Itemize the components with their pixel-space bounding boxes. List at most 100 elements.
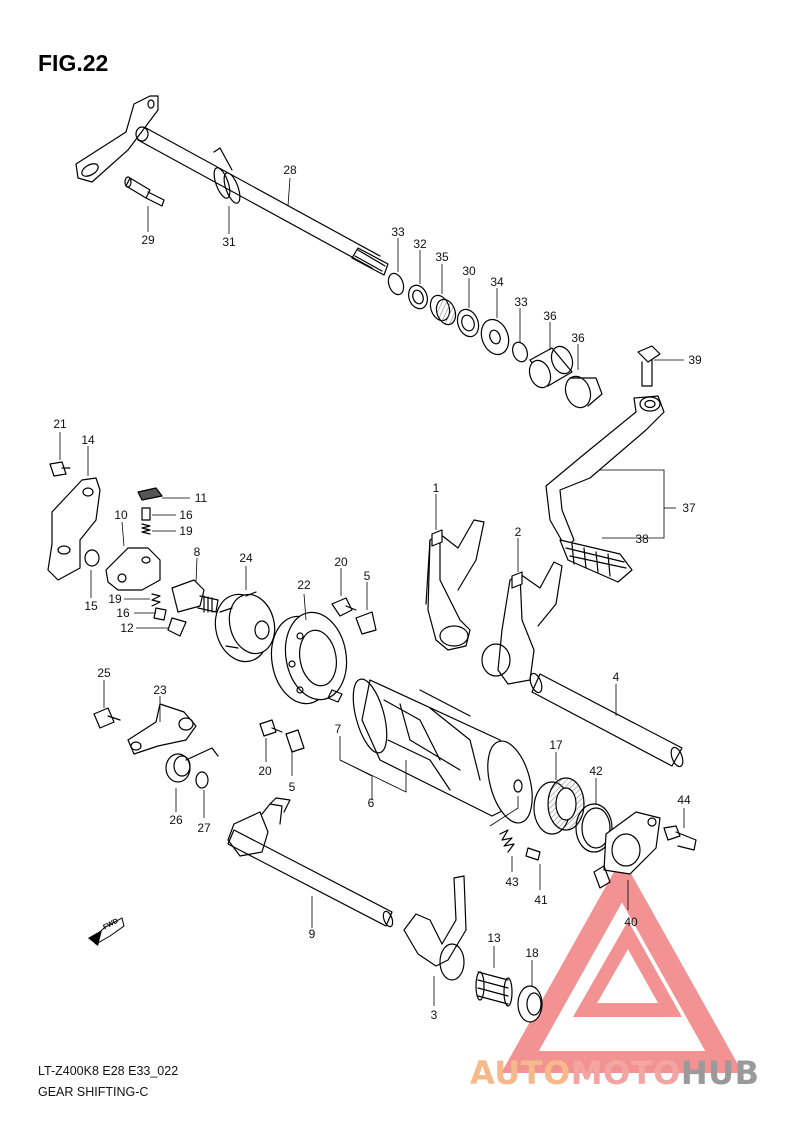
watermark-triangle — [501, 857, 743, 1073]
callout-10: 10 — [114, 508, 128, 522]
callout-14: 14 — [81, 433, 95, 447]
washer-27 — [195, 771, 209, 789]
washer-5b — [285, 729, 305, 753]
callout-32: 32 — [413, 237, 427, 251]
cam-bolt-8 — [171, 579, 219, 613]
callout-38: 38 — [635, 532, 649, 546]
oil-seal-18 — [517, 985, 543, 1023]
callout-9: 9 — [308, 927, 316, 941]
callout-31: 31 — [222, 235, 236, 249]
return-spring-26 — [165, 747, 219, 783]
callout-4: 4 — [612, 670, 620, 684]
callout-25: 25 — [97, 666, 111, 680]
plate-23 — [127, 703, 197, 755]
callout-28: 28 — [283, 163, 297, 177]
circlip-33b — [511, 341, 529, 363]
callout-3: 3 — [430, 1008, 438, 1022]
callout-18: 18 — [525, 946, 539, 960]
bolt-20a — [331, 597, 357, 617]
callout-22: 22 — [297, 578, 311, 592]
model-code: LT-Z400K8 E28 E33_022 — [38, 1064, 179, 1078]
bolt-29 — [124, 176, 165, 207]
callout-30: 30 — [462, 264, 476, 278]
bolt-39 — [637, 345, 661, 387]
gearshift-shaft-9 — [227, 797, 394, 928]
pawl-12 — [167, 617, 187, 637]
pin-16 — [141, 507, 151, 521]
callout-16b: 16 — [116, 606, 130, 620]
watermark-hub: HUB — [680, 1054, 760, 1092]
spring-19 — [141, 523, 151, 535]
callout-20b: 20 — [258, 764, 272, 778]
callout-11: 11 — [194, 491, 208, 505]
callout-23: 23 — [153, 683, 167, 697]
bearing-22 — [270, 611, 348, 705]
watermark-moto: MOTO — [570, 1054, 681, 1092]
callout-5b: 5 — [288, 780, 296, 794]
shift-fork-3 — [403, 875, 467, 981]
callout-24: 24 — [239, 551, 253, 565]
callout-12: 12 — [120, 621, 134, 635]
callout-19b: 19 — [108, 592, 122, 606]
callout-33: 33 — [391, 225, 405, 239]
callout-1: 1 — [432, 481, 440, 495]
callout-39: 39 — [688, 353, 702, 367]
bolt-20b — [259, 719, 283, 737]
callout-26: 26 — [169, 813, 183, 827]
callout-40: 40 — [624, 915, 638, 929]
bush-36b — [564, 375, 603, 409]
washer-15 — [84, 549, 100, 567]
callout-27: 27 — [197, 821, 211, 835]
watermark-logo: AUTOMOTOHUB — [470, 1054, 760, 1092]
gearshift-cam-stopper-10 — [105, 547, 161, 591]
callout-33b: 33 — [514, 295, 528, 309]
callout-16: 16 — [179, 508, 193, 522]
spring-19b — [151, 593, 161, 607]
stopper-plate-14 — [47, 477, 101, 581]
callout-41: 41 — [534, 893, 548, 907]
callout-21: 21 — [53, 417, 67, 431]
figure-caption: GEAR SHIFTING-C — [38, 1085, 149, 1099]
shift-fork-1 — [425, 519, 485, 651]
figure-title: FIG.22 — [38, 50, 109, 76]
callout-2: 2 — [514, 525, 522, 539]
bearing-35 — [429, 294, 457, 326]
bolt-44 — [663, 825, 697, 851]
callout-36a: 36 — [543, 309, 557, 323]
pawl-11 — [137, 487, 163, 501]
callout-36b: 36 — [571, 331, 585, 345]
watermark-auto: AUTO — [470, 1054, 571, 1092]
shift-pedal-37 — [545, 395, 665, 583]
callout-29: 29 — [141, 233, 155, 247]
callout-43: 43 — [505, 875, 519, 889]
gearshift-cam-6 — [352, 678, 533, 824]
bolt-25 — [93, 707, 121, 729]
callout-5a: 5 — [363, 569, 371, 583]
callout-13: 13 — [487, 931, 501, 945]
callout-19: 19 — [179, 524, 193, 538]
callout-35: 35 — [435, 250, 449, 264]
washer-34 — [480, 318, 510, 356]
spring-13 — [475, 971, 513, 1007]
callout-20a: 20 — [334, 555, 348, 569]
bolt-21 — [49, 461, 71, 477]
callout-7: 7 — [334, 722, 342, 736]
gearshift-shaft-28 — [75, 95, 389, 276]
fork-shaft-4 — [529, 672, 684, 768]
callout-15: 15 — [84, 599, 98, 613]
fwd-arrow-icon — [88, 917, 125, 946]
shift-fork-2 — [481, 561, 563, 685]
callout-44: 44 — [677, 793, 691, 807]
o-ring-42 — [575, 803, 613, 853]
cam-driven-gear-24 — [214, 591, 276, 663]
callout-37: 37 — [682, 501, 696, 515]
washer-5a — [355, 611, 377, 635]
circlip-33 — [387, 272, 405, 296]
callout-6: 6 — [367, 796, 375, 810]
bearing-17 — [533, 777, 585, 835]
callout-8: 8 — [193, 545, 201, 559]
gear-position-switch-40 — [593, 811, 661, 889]
callout-42: 42 — [589, 764, 603, 778]
